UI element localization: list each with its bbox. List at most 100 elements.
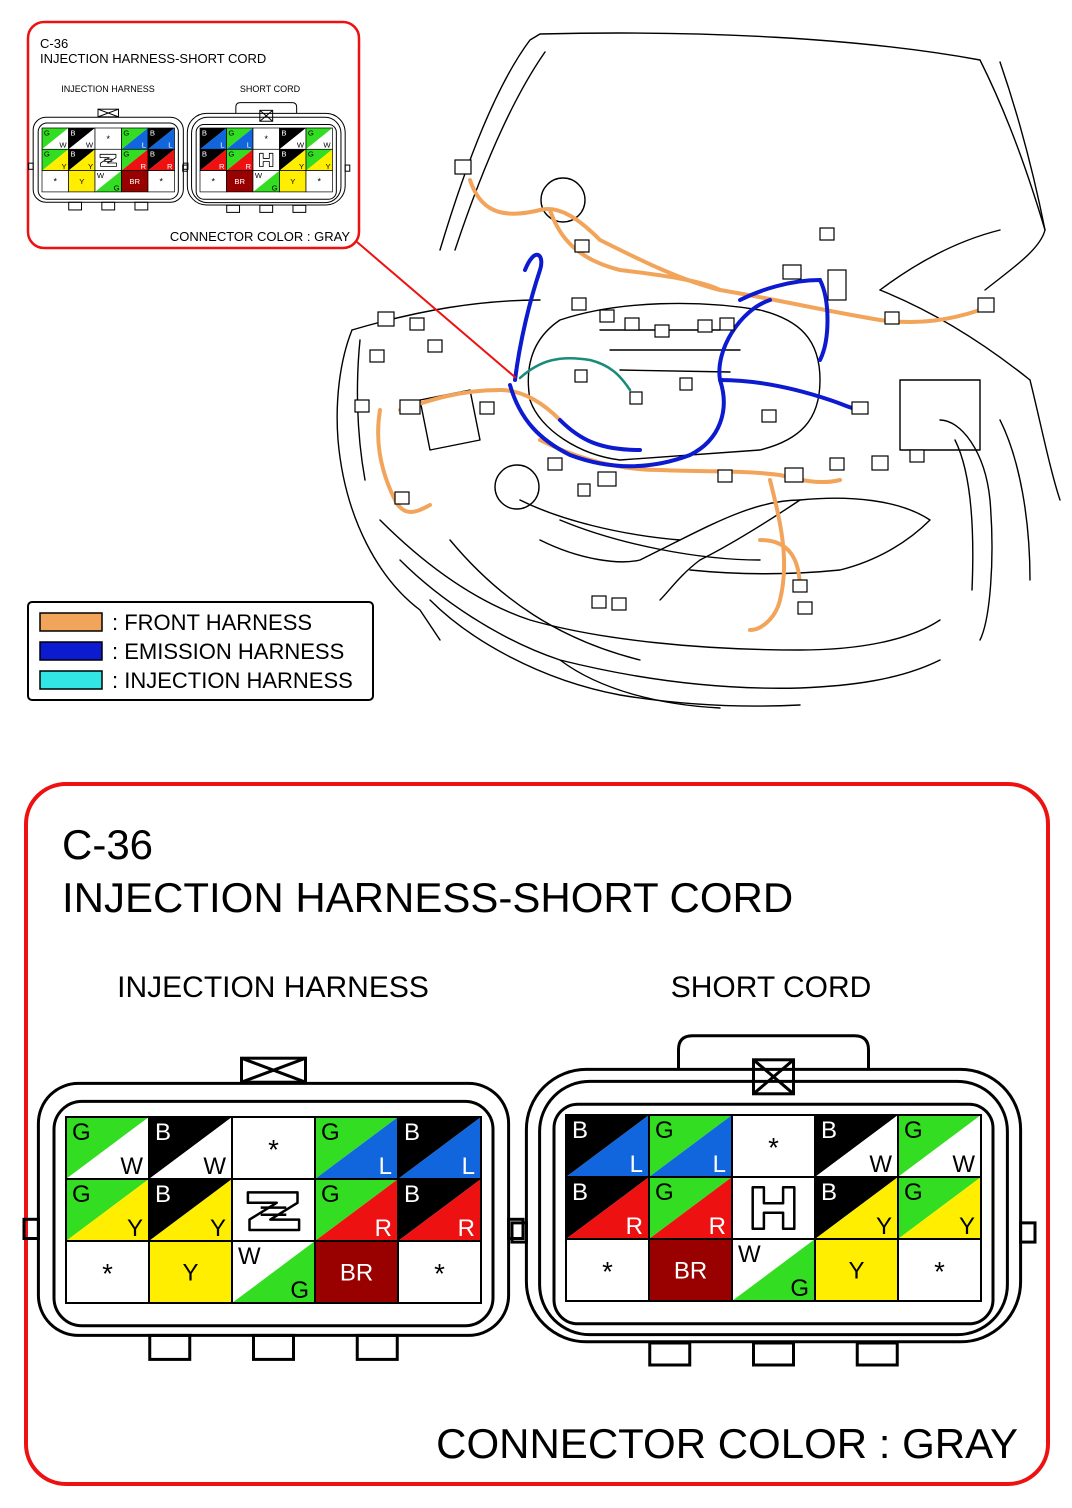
connector-pin-cell: BL (565, 1114, 650, 1178)
wire-color-code: G (655, 1117, 674, 1144)
wire-color-code: Y (210, 1215, 226, 1242)
wire-color-code: G (72, 1181, 91, 1208)
wire-color-code: G (123, 150, 129, 159)
unused-pin-asterisk: * (768, 1132, 779, 1163)
unused-pin-asterisk: * (102, 1258, 113, 1289)
wire-color-code: Y (325, 162, 330, 171)
wire-color-code: G (655, 1179, 674, 1206)
unused-pin-asterisk: * (268, 1134, 279, 1165)
wire-color-code: G (44, 128, 50, 137)
legend-label-front-harness: : FRONT HARNESS (112, 610, 312, 635)
connector-pin-cell: * (565, 1238, 650, 1302)
wire-color-code: G (321, 1119, 340, 1146)
connector-pin-cell: GR (226, 148, 254, 171)
wire-color-code: Y (127, 1215, 143, 1242)
wire-color-code: W (120, 1153, 143, 1180)
connector-pin-cell: BY (814, 1176, 899, 1240)
connector-pin-cell: * (94, 127, 122, 150)
wire-color-code: B (150, 150, 155, 159)
wire-color-code: W (203, 1153, 226, 1180)
wire-color-code: B (821, 1179, 837, 1206)
wire-color-code: Y (299, 162, 304, 171)
connector-pin-cell: WG (252, 170, 280, 192)
wire-color-code: W (59, 141, 67, 150)
unused-pin-asterisk: * (934, 1256, 945, 1287)
connector-pin-cell (94, 148, 122, 171)
callout-label-injection: INJECTION HARNESS (61, 84, 155, 94)
connector-pin-cell: Y (279, 170, 307, 193)
wire-color-code: B (70, 128, 75, 137)
connector-pin-cell: BR (226, 170, 254, 193)
wire-color-code: B (572, 1117, 588, 1144)
connector-pin-cell: GW (897, 1114, 982, 1178)
connector-pin-cell: * (41, 170, 69, 193)
connector-color-note: CONNECTOR COLOR : GRAY (436, 1420, 1018, 1467)
connector-title: INJECTION HARNESS-SHORT CORD (62, 874, 793, 921)
wire-color-code: B (70, 150, 75, 159)
wire-color-code: W (738, 1241, 761, 1268)
connector-id: C-36 (62, 821, 153, 868)
unused-pin-asterisk: * (107, 134, 111, 144)
wire-color-code: Y (79, 177, 84, 186)
connector-pin-cell (252, 148, 280, 171)
wire-color-code: L (630, 1151, 643, 1178)
connector-pin-cell: * (397, 1240, 482, 1304)
wire-color-code: G (790, 1275, 809, 1302)
connector-pin-cell: * (199, 170, 227, 193)
wire-color-code: G (272, 183, 278, 192)
unused-pin-asterisk: * (318, 177, 322, 187)
connector-pin-cell: * (65, 1240, 150, 1304)
wire-color-code: Y (290, 177, 295, 186)
wire-color-code: G (44, 150, 50, 159)
connector-pin-cell: BR (199, 148, 227, 171)
wire-color-code: L (713, 1151, 726, 1178)
label-short-cord: SHORT CORD (671, 971, 872, 1004)
z-key-mark-icon (99, 153, 117, 167)
connector-pin-cell: Y (68, 170, 96, 193)
wire-color-code: G (904, 1179, 923, 1206)
wire-color-code: BR (234, 177, 245, 186)
connector-pin-cell: BR (565, 1176, 650, 1240)
wire-color-code: W (255, 171, 263, 180)
wire-color-code: L (379, 1153, 392, 1180)
connector-pin-cell: GY (305, 148, 333, 171)
connector-pin-cell: GL (648, 1114, 733, 1178)
connector-pin-cell: GW (41, 127, 69, 150)
wire-color-code: L (142, 141, 147, 150)
legend-swatch-front-harness (39, 612, 103, 632)
wire-color-code: W (323, 141, 331, 150)
harness-connector-blocks (354, 159, 995, 615)
wire-color-code: R (141, 162, 147, 171)
wire-color-code: G (308, 128, 314, 137)
connector-pin-cell: GR (121, 148, 149, 171)
wire-color-code: R (458, 1215, 475, 1242)
unused-pin-asterisk: * (54, 177, 58, 187)
engine-bay-illustration (336, 32, 1061, 709)
connector-pin-cell: BW (814, 1114, 899, 1178)
connector-pin-cell: GL (226, 127, 254, 150)
injection-harness-wires (518, 356, 632, 392)
wire-color-code: B (155, 1181, 171, 1208)
connector-pin-cell: * (731, 1114, 816, 1178)
label-injection-harness: INJECTION HARNESS (117, 971, 429, 1004)
unused-pin-asterisk: * (434, 1258, 445, 1289)
wire-color-code: L (247, 141, 252, 150)
wire-color-code: B (281, 150, 286, 159)
connector-pin-cell: BL (397, 1116, 482, 1180)
wire-color-code: W (297, 141, 305, 150)
wire-color-code: B (150, 128, 155, 137)
callout-connector-color: CONNECTOR COLOR : GRAY (170, 229, 350, 244)
wire-color-code: BR (129, 177, 140, 186)
connector-pin-cell: BL (147, 127, 175, 150)
callout-connector-id: C-36 (40, 36, 68, 51)
harness-legend: : FRONT HARNESS : EMISSION HARNESS : INJ… (27, 601, 374, 701)
connector-pin-cell (731, 1176, 816, 1240)
connector-pin-cell: GW (65, 1116, 150, 1180)
connector-pin-cell: BW (279, 127, 307, 150)
connector-pin-cell: * (305, 170, 333, 193)
connector-pin-cell: GY (41, 148, 69, 171)
